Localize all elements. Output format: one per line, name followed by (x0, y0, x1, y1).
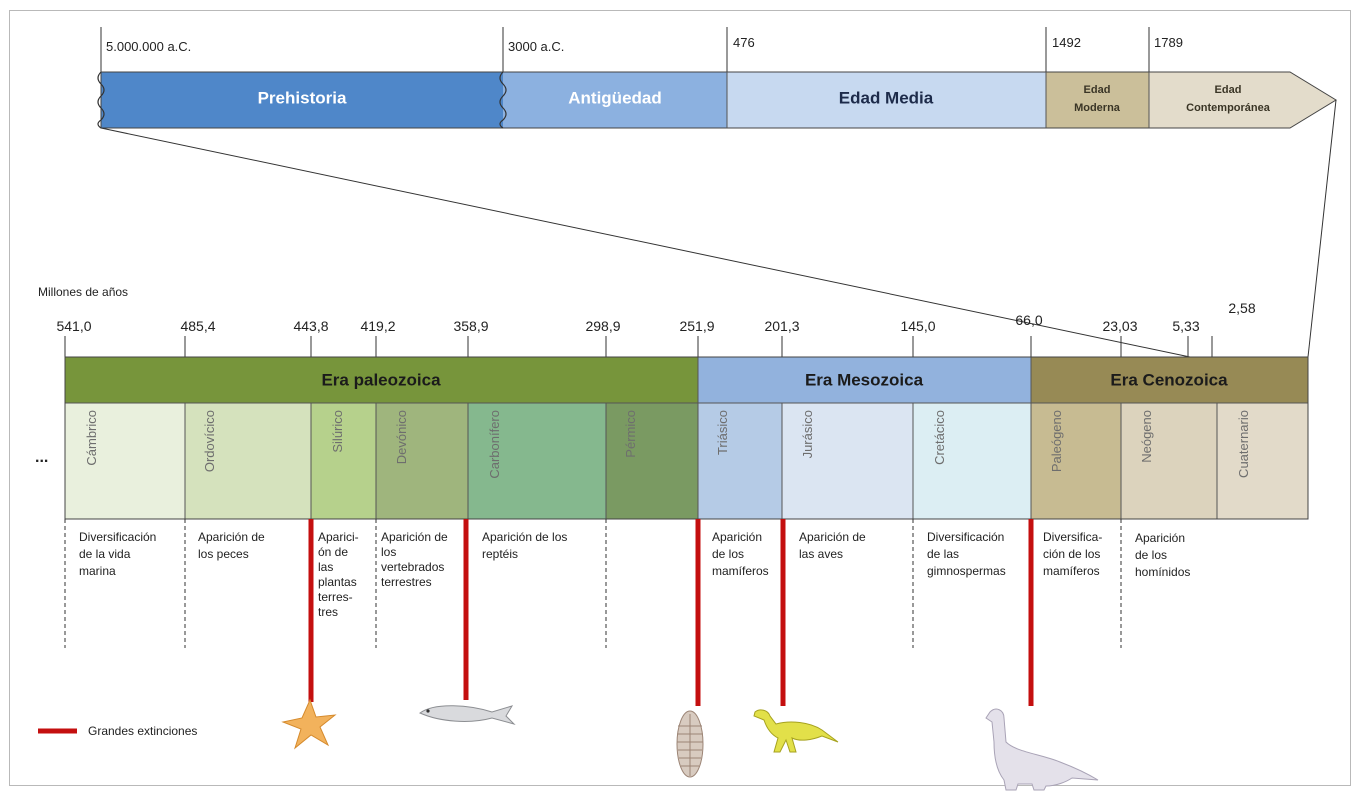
period-label: Prehistoria (258, 88, 347, 107)
fish-icon (419, 705, 516, 725)
tick-label: 2,58 (1228, 300, 1255, 316)
era-paleozoica (65, 357, 698, 403)
period-label: Edad (1084, 84, 1111, 96)
period-dividers (65, 357, 1308, 519)
period-devonico (376, 403, 468, 519)
period-label: Neógeno (1139, 410, 1154, 463)
period-label: Contemporánea (1186, 102, 1271, 114)
history-date: 3000 a.C. (508, 39, 564, 54)
tick-label: 443,8 (293, 318, 328, 334)
period-edad-contemporanea (1149, 72, 1336, 128)
event-text: Aparición de los homínidos (1135, 531, 1190, 579)
period-neogeno (1121, 403, 1217, 519)
ellipsis: ... (35, 449, 48, 466)
event-text: Aparici- ón de las plantas terres- tres (318, 530, 362, 619)
period-edad-media (727, 72, 1046, 128)
event-text: Diversificación de la vida marina (79, 530, 160, 578)
era-label: Era Cenozoica (1110, 370, 1228, 389)
period-labels: Cámbrico Ordovícico Silúrico Devónico Ca… (84, 410, 1251, 479)
zoom-connector (1307, 99, 1337, 358)
period-antiguedad (503, 72, 727, 128)
event-text: Aparición de los reptéis (482, 530, 571, 561)
legend-label: Grandes extinciones (88, 724, 197, 738)
starfish-icon (281, 698, 337, 750)
period-paleogeno (1031, 403, 1121, 519)
period-label: Pérmico (623, 410, 638, 458)
period-label: Ordovícico (202, 410, 217, 472)
tick-label: 23,03 (1102, 318, 1137, 334)
tick-label: 201,3 (764, 318, 799, 334)
period-edad-moderna (1046, 72, 1149, 128)
tick-marks (64, 336, 1213, 357)
period-label: Triásico (715, 410, 730, 455)
history-bar-outline (100, 71, 1337, 129)
sauropod-icon (985, 708, 1099, 791)
period-label: Edad Media (839, 88, 934, 107)
tick-label: 358,9 (453, 318, 488, 334)
period-label: Cuaternario (1236, 410, 1251, 478)
period-label: Moderna (1074, 102, 1121, 114)
period-permico (606, 403, 698, 519)
legend: Grandes extinciones (38, 724, 197, 738)
period-label: Carbonífero (487, 410, 502, 479)
tick-label: 251,9 (679, 318, 714, 334)
period-ordovicico (185, 403, 311, 519)
event-text: Aparición de los peces (198, 530, 268, 561)
extinction-lines (308, 519, 1034, 706)
break-mark-icon (499, 71, 507, 129)
period-carbonifero (468, 403, 606, 519)
period-cretacico (913, 403, 1031, 519)
tick-label: 541,0 (56, 318, 91, 334)
period-label: Silúrico (330, 410, 345, 453)
period-silurico (311, 403, 376, 519)
era-label: Era Mesozoica (805, 370, 924, 389)
period-prehistoria (101, 72, 503, 128)
period-cuaternario (1217, 403, 1308, 519)
event-text: Aparición de los mamíferos (712, 530, 769, 578)
history-date: 1492 (1052, 35, 1081, 50)
break-mark-icon (97, 71, 105, 129)
period-jurasico (782, 403, 913, 519)
era-cenozoica (1031, 357, 1308, 403)
dashed-separators (64, 519, 1122, 648)
period-label: Cámbrico (84, 410, 99, 466)
era-label: Era paleozoica (321, 370, 441, 389)
event-text: Aparición de las aves (799, 530, 869, 561)
period-label: Jurásico (800, 410, 815, 458)
tick-label: 145,0 (900, 318, 935, 334)
tick-label: 419,2 (360, 318, 395, 334)
event-text: Aparición de los vertebrados terrestres (381, 530, 451, 589)
period-triasico (698, 403, 782, 519)
history-date: 1789 (1154, 35, 1183, 50)
history-timeline: 5.000.000 a.C. 3000 a.C. 476 1492 1789 P… (97, 27, 1337, 129)
tick-label: 485,4 (180, 318, 215, 334)
era-mesozoica (698, 357, 1031, 403)
history-date: 476 (733, 35, 755, 50)
period-label: Cretácico (932, 410, 947, 465)
period-label: Antigüedad (568, 88, 662, 107)
period-label: Edad (1215, 84, 1242, 96)
dinosaur-icon (753, 709, 839, 753)
event-texts: Diversificación de la vida marina Aparic… (79, 530, 1190, 619)
period-label: Devónico (394, 410, 409, 464)
geologic-timeline: Millones de años 541,0 485,4 443,8 419,2… (35, 285, 1309, 706)
trilobite-icon (676, 710, 704, 778)
event-text: Diversificación de las gimnospermas (927, 530, 1008, 578)
period-label: Paleógeno (1049, 410, 1064, 472)
history-date: 5.000.000 a.C. (106, 39, 191, 54)
event-text: Diversifica- ción de los mamíferos (1043, 530, 1106, 578)
timeline-outline (64, 356, 1309, 520)
tick-label: 66,0 (1015, 312, 1042, 328)
tick-label: 5,33 (1172, 318, 1199, 334)
tick-label: 298,9 (585, 318, 620, 334)
zoom-connector (100, 127, 1191, 358)
period-cambrico (65, 403, 185, 519)
unit-label: Millones de años (38, 285, 128, 299)
